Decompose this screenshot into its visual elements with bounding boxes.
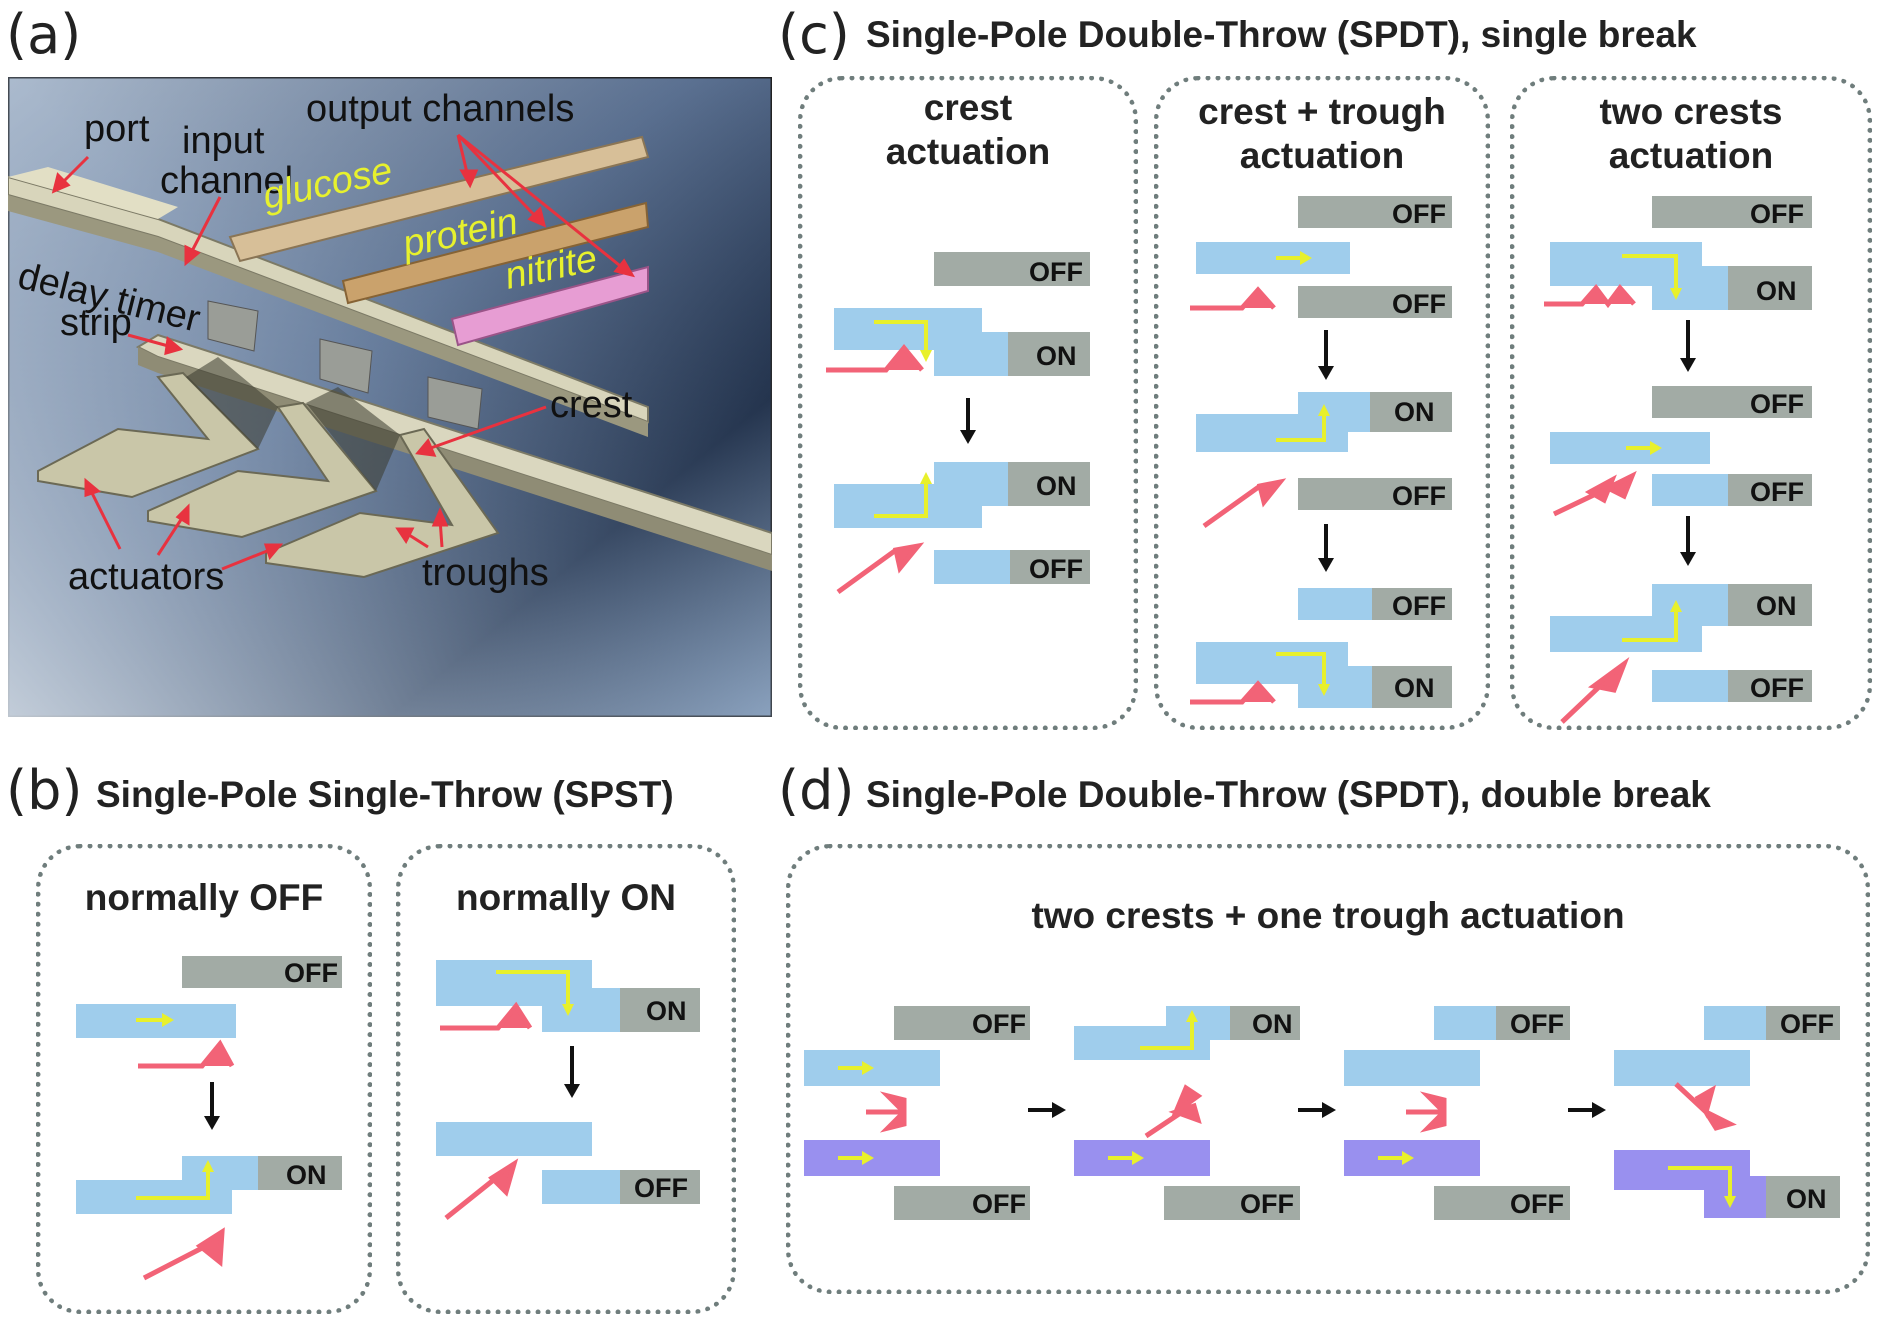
output-channel-glucose bbox=[228, 135, 650, 263]
gate-label: OFF bbox=[1750, 477, 1804, 507]
panel-d-letter: (d) bbox=[778, 759, 855, 822]
step-2: ON OFF bbox=[1074, 1006, 1300, 1220]
gate-label: OFF bbox=[972, 1189, 1026, 1219]
output-channel-nitrite bbox=[450, 265, 649, 347]
gate-label: OFF bbox=[1392, 289, 1446, 319]
input-channel-shape bbox=[8, 167, 649, 437]
box-crest-trough-actuation-title: crest + trough actuation bbox=[1198, 91, 1446, 176]
box-two-crests-one-trough-title: two crests + one trough actuation bbox=[1031, 895, 1625, 936]
delay-timer-strip-shape bbox=[135, 333, 772, 571]
sequence-two-crests: OFF ON OFF OFF ON OFF bbox=[1544, 196, 1812, 724]
step-1: OFF OFF bbox=[804, 1006, 1030, 1220]
switch-state-final: ON OFF bbox=[834, 462, 1090, 595]
box-crest-actuation bbox=[798, 76, 1138, 730]
panel-c-letter: (c) bbox=[778, 3, 850, 66]
gate-label: OFF bbox=[1750, 389, 1804, 419]
label-input-channel-2: channel bbox=[160, 160, 293, 202]
gate-label: OFF bbox=[1029, 554, 1083, 584]
gate-label: OFF bbox=[1392, 481, 1446, 511]
gate-label: OFF bbox=[1240, 1189, 1294, 1219]
box-two-crests-actuation bbox=[1510, 76, 1872, 730]
actuator-crest-flipped bbox=[836, 542, 925, 595]
gate-label: OFF bbox=[1392, 199, 1446, 229]
panel-c-title: Single-Pole Double-Throw (SPDT), single … bbox=[866, 14, 1697, 55]
gate-label: ON bbox=[1036, 341, 1077, 371]
label-input-channel-1: input bbox=[182, 120, 265, 162]
gate-label: ON bbox=[1394, 397, 1435, 427]
gate-label: OFF bbox=[634, 1173, 688, 1203]
step-4: OFF ON bbox=[1614, 1006, 1840, 1218]
gate-label: ON bbox=[1036, 471, 1077, 501]
label-output-channels: output channels bbox=[306, 88, 574, 130]
sequence-crest-trough: OFF OFF ON OFF OFF ON bbox=[1190, 196, 1452, 708]
right-arrow bbox=[1568, 1102, 1606, 1118]
panel-a-letter: (a) bbox=[6, 3, 82, 66]
gate-label: OFF bbox=[1510, 1189, 1564, 1219]
panel-b-letter: (b) bbox=[6, 759, 83, 822]
box-crest-trough-actuation bbox=[1154, 76, 1490, 730]
gate-label: OFF bbox=[1392, 591, 1446, 621]
gate-label: ON bbox=[286, 1160, 327, 1190]
label-troughs: troughs bbox=[422, 552, 549, 594]
gate-label: OFF bbox=[972, 1009, 1026, 1039]
gate-label: ON bbox=[1786, 1184, 1827, 1214]
box-normally-on-title: normally ON bbox=[456, 877, 676, 918]
sequence-normally-on: ON OFF bbox=[436, 960, 700, 1220]
label-port: port bbox=[84, 108, 150, 150]
gate-label: OFF bbox=[1780, 1009, 1834, 1039]
box-two-crests-actuation-title: two crests actuation bbox=[1599, 91, 1783, 176]
gate-label: OFF bbox=[1510, 1009, 1564, 1039]
gate-off-top bbox=[934, 252, 1090, 286]
right-arrow bbox=[1298, 1102, 1336, 1118]
gate-label: ON bbox=[1252, 1009, 1293, 1039]
step-3: OFF OFF bbox=[1344, 1006, 1570, 1220]
gate-label: OFF bbox=[1750, 199, 1804, 229]
label-pointer-arrows bbox=[51, 133, 636, 571]
panel-b-title: Single-Pole Single-Throw (SPST) bbox=[96, 774, 674, 815]
box-normally-off bbox=[36, 844, 372, 1314]
box-normally-off-title: normally OFF bbox=[84, 877, 324, 918]
sequence-normally-off: OFF ON bbox=[76, 956, 342, 1281]
gate-label: OFF bbox=[1750, 673, 1804, 703]
switch-state-initial: OFF ON bbox=[826, 252, 1090, 376]
actuator-crest bbox=[826, 344, 924, 373]
device-3d-illustration: port input channel output channels gluco… bbox=[8, 77, 772, 717]
sequence-double-break: OFF OFF ON OFF OFF OFF bbox=[804, 1006, 1840, 1220]
label-crest: crest bbox=[550, 384, 633, 426]
right-arrow bbox=[1028, 1102, 1066, 1118]
down-arrow bbox=[960, 398, 976, 444]
box-normally-on bbox=[396, 844, 736, 1314]
label-actuators: actuators bbox=[68, 556, 224, 598]
box-two-crests-one-trough bbox=[786, 844, 1870, 1294]
sequence-crest: OFF ON ON OFF bbox=[826, 252, 1090, 595]
gate-label: ON bbox=[1394, 673, 1435, 703]
timer-blocks bbox=[207, 300, 483, 430]
gate-label: OFF bbox=[284, 958, 338, 988]
panel-d-title: Single-Pole Double-Throw (SPDT), double … bbox=[866, 774, 1711, 815]
label-delay-timer-2: strip bbox=[60, 302, 132, 344]
gate-label: ON bbox=[646, 996, 687, 1026]
gate-label: OFF bbox=[1029, 257, 1083, 287]
box-crest-actuation-title: crest actuation bbox=[885, 87, 1051, 172]
gate-label: ON bbox=[1756, 591, 1797, 621]
gate-label: ON bbox=[1756, 276, 1797, 306]
